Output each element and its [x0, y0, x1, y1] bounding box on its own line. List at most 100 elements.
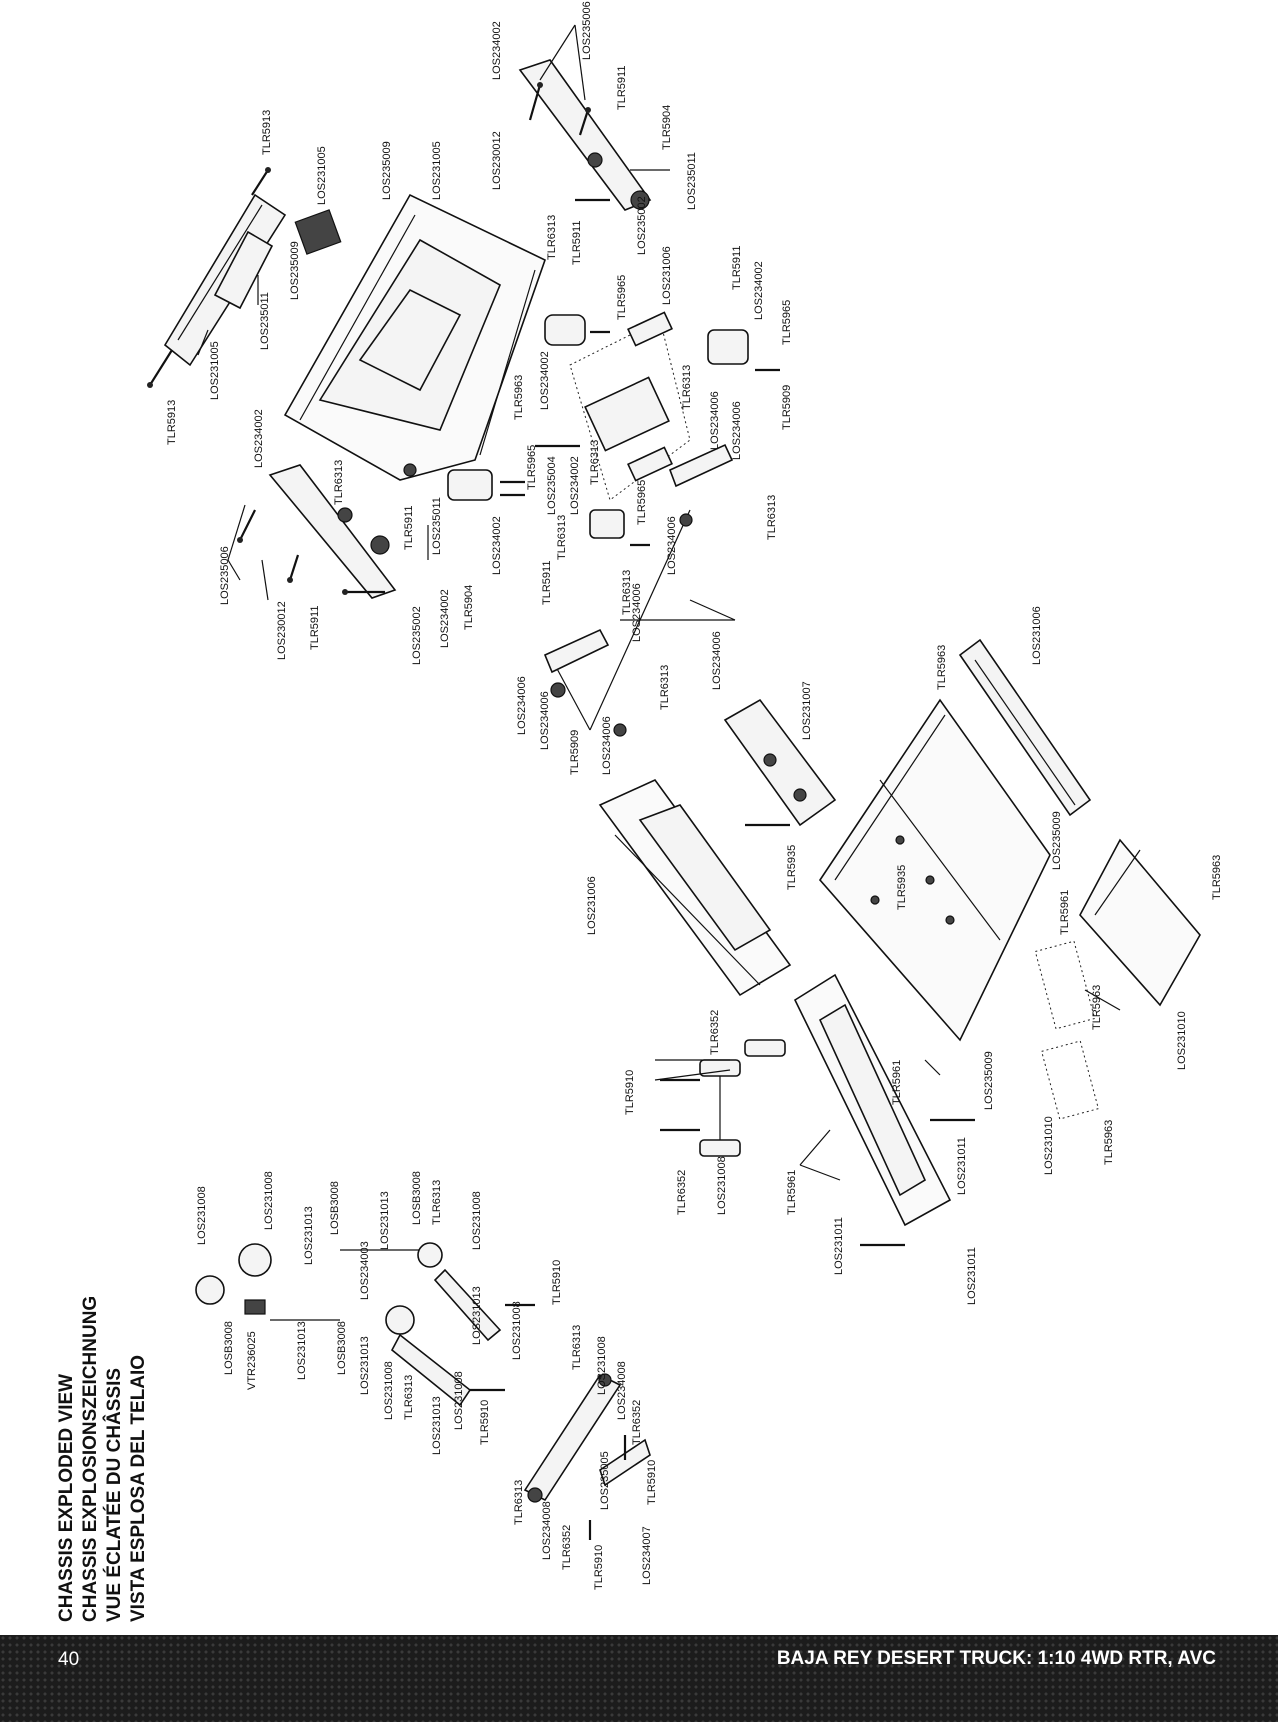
part-label: LOS231013: [471, 1286, 483, 1345]
screw-group-dashed: [1034, 940, 1099, 1120]
part-label: TLR6313: [766, 495, 778, 540]
part-label: TLR5909: [569, 730, 581, 775]
part-label: TLR5911: [403, 506, 415, 550]
part-label: TLR5911: [571, 221, 583, 265]
part-label: LOS235004: [546, 456, 558, 515]
part-label: TLR5963: [1103, 1120, 1115, 1165]
part-label: LOSB3008: [329, 1181, 341, 1235]
part-label: LOS231006: [661, 246, 673, 305]
part-label: TLR5910: [624, 1070, 636, 1115]
rear-shock-tower: [723, 698, 837, 827]
part-label: TLR5961: [1059, 890, 1071, 935]
part-label: TLR5961: [891, 1060, 903, 1105]
part-label: LOS234006: [631, 583, 643, 642]
part-label: LOS231008: [196, 1186, 208, 1245]
part-label: TLR5913: [166, 400, 178, 445]
part-label: LOS231010: [1043, 1116, 1055, 1175]
steering-linkage: [543, 443, 734, 737]
part-label: TLR6313: [333, 460, 345, 505]
leader-lines: [197, 24, 1121, 1181]
part-label: LOS231010: [1176, 1011, 1188, 1070]
part-label: TLR6313: [513, 1480, 525, 1525]
part-label: LOS234006: [711, 631, 723, 690]
title-line-2: CHASSIS EXPLOSIONSZEICHNUNG: [80, 1296, 101, 1622]
part-label: TLR6313: [556, 515, 568, 560]
part-label: TLR5911: [541, 561, 553, 605]
part-label: TLR5965: [526, 445, 538, 490]
page-number: 40: [58, 1649, 80, 1670]
part-label: TLR5965: [781, 300, 793, 345]
part-label: TLR5965: [636, 480, 648, 525]
part-label: LOS234002: [491, 516, 503, 575]
part-label: LOS231006: [586, 876, 598, 935]
part-label: LOS234007: [641, 1526, 653, 1585]
part-label: TLR5910: [593, 1545, 605, 1590]
part-label: LOS231013: [431, 1396, 443, 1455]
part-label: TLR5913: [261, 110, 273, 155]
part-label: LOS235009: [381, 141, 393, 200]
right-front-arm: [518, 59, 652, 211]
part-label: TLR5910: [551, 1260, 563, 1305]
part-label: TLR5911: [616, 66, 628, 110]
part-label: TLR6313: [431, 1180, 443, 1225]
part-label: LOS230012: [276, 601, 288, 660]
title-line-4: VISTA ESPLOSA DEL TELAIO: [128, 1355, 149, 1622]
part-label: LOS231008: [596, 1336, 608, 1395]
part-label: LOS234002: [539, 351, 551, 410]
main-chassis-plate: [818, 698, 1051, 1042]
part-label: LOS231013: [303, 1206, 315, 1265]
part-label: TLR6313: [546, 215, 558, 260]
center-skid-plate: [598, 779, 792, 997]
part-label: LOS235011: [686, 152, 698, 210]
part-label: LOS231008: [263, 1171, 275, 1230]
part-label: LOS231007: [801, 681, 813, 740]
part-label: TLR5904: [463, 585, 475, 630]
part-label: LOS235011: [431, 497, 443, 555]
part-label: LOS231005: [316, 146, 328, 205]
chassis-exploded-diagram: CHASSIS EXPLODED VIEW CHASSIS EXPLOSIONS…: [56, 1, 1223, 1622]
part-label: LOS235009: [983, 1051, 995, 1110]
part-label: LOS234002: [569, 456, 581, 515]
part-label: LOS231013: [379, 1191, 391, 1250]
lower-rear-plate: [793, 973, 975, 1247]
part-label: LOS234006: [709, 391, 721, 450]
part-label: VTR236025: [246, 1331, 258, 1390]
side-panel: [1079, 838, 1201, 1007]
part-label: LOS231008: [511, 1301, 523, 1360]
part-label: LOS235006: [219, 546, 231, 605]
part-label: LOS235005: [599, 1451, 611, 1510]
part-label: LOS234003: [359, 1241, 371, 1300]
part-label: LOS235006: [581, 1, 593, 60]
part-label: LOS235009: [1051, 811, 1063, 870]
part-label: TLR5965: [616, 275, 628, 320]
part-label: TLR5963: [513, 375, 525, 420]
part-label: TLR6352: [561, 1525, 573, 1570]
left-mount-arm: [237, 464, 397, 599]
part-label: LOS231008: [383, 1361, 395, 1420]
part-labels: TLR5913 TLR5913 LOS231005 LOS235011 LOS2…: [166, 1, 1223, 1590]
main-chassis-tub: [283, 193, 546, 481]
part-label: LOS235002: [411, 606, 423, 665]
part-label: LOS230012: [491, 131, 503, 190]
exploded-view-diagram: CHASSIS EXPLODED VIEW CHASSIS EXPLOSIONS…: [56, 1, 1223, 1622]
part-label: LOS231006: [1031, 606, 1043, 665]
part-label: TLR5935: [786, 845, 798, 890]
part-label: TLR5911: [309, 606, 321, 650]
product-name: BAJA REY DESERT TRUCK: 1:10 4WD RTR, AVC: [776, 1648, 1216, 1669]
part-label: LOSB3008: [336, 1321, 348, 1375]
title-line-1: CHASSIS EXPLODED VIEW: [56, 1374, 77, 1622]
part-label: LOS235011: [259, 292, 271, 350]
front-bumper-assembly: [147, 167, 342, 388]
part-label: LOS234006: [666, 516, 678, 575]
bellcrank-assembly: [195, 1242, 651, 1540]
part-label: LOS234006: [601, 716, 613, 775]
part-label: LOS231013: [296, 1321, 308, 1380]
part-label: LOS234002: [753, 261, 765, 320]
part-label: TLR6313: [403, 1375, 415, 1420]
part-label: LOS234002: [439, 589, 451, 648]
part-label: TLR6352: [676, 1170, 688, 1215]
part-label: TLR5911: [731, 246, 743, 290]
side-rail: [958, 638, 1092, 817]
center-posts: [660, 1039, 786, 1157]
part-label: LOS234002: [491, 21, 503, 80]
